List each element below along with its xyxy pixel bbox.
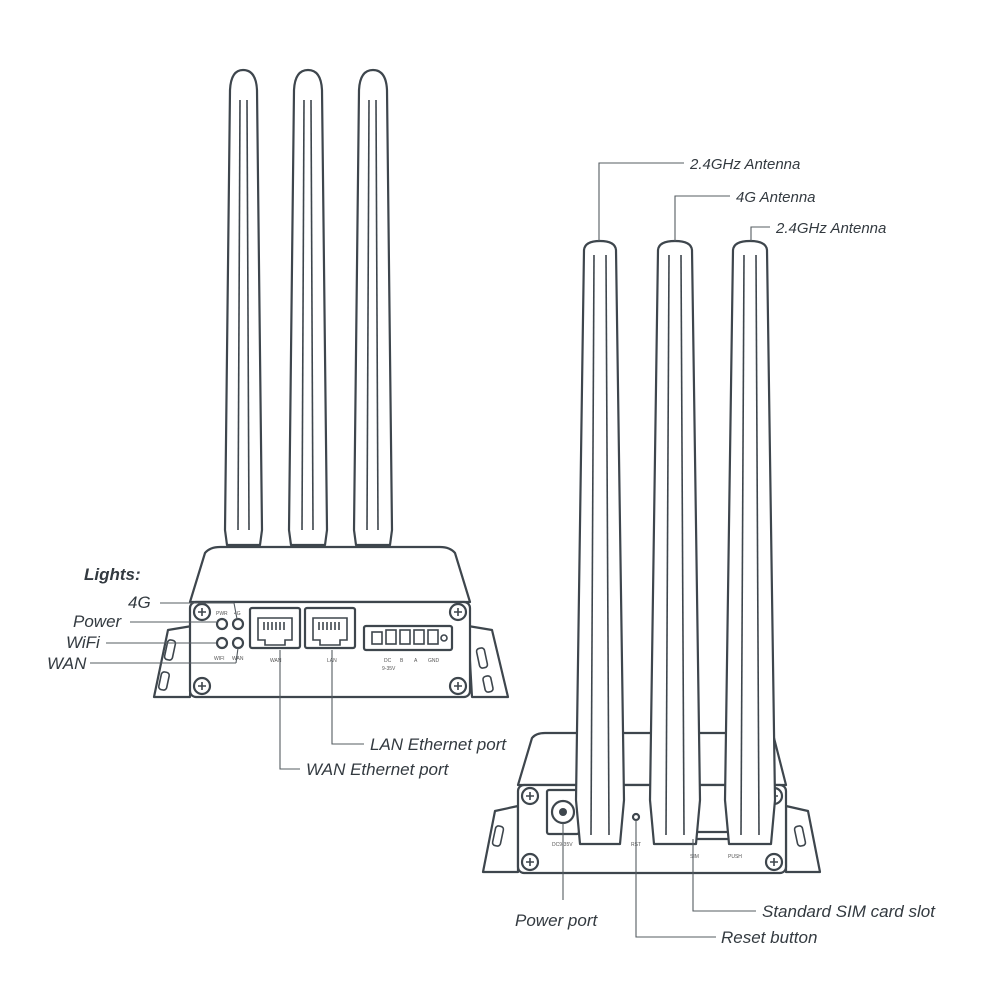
marking-gnd: GND xyxy=(428,658,440,664)
label-lan-ethernet-port: LAN Ethernet port xyxy=(370,735,507,754)
rear-screw xyxy=(520,786,540,806)
front-antenna-left xyxy=(223,68,264,547)
front-screw xyxy=(448,602,468,622)
rear-right-flange xyxy=(784,804,822,874)
front-router: PWR 4G WIFI WAN WAN LAN DC B A xyxy=(152,68,510,699)
label-reset-button: Reset button xyxy=(721,928,817,947)
marking-a: A xyxy=(414,658,418,664)
label-2.4ghz-antenna-right: 2.4GHz Antenna xyxy=(775,220,886,237)
lan-ethernet-port xyxy=(303,606,357,650)
rear-antenna-right xyxy=(723,239,777,846)
front-left-flange-slot xyxy=(157,671,171,691)
reset-button-hole xyxy=(631,812,641,822)
rear-left-flange xyxy=(481,804,520,874)
rear-leader-lines xyxy=(562,162,770,938)
rear-router: DC9-35V RST SIM PUSH xyxy=(481,239,822,875)
marking-dc: DC xyxy=(384,658,392,664)
label-wan-ethernet-port: WAN Ethernet port xyxy=(306,760,450,779)
marking-4g: 4G xyxy=(234,611,241,617)
led-wan-indicator xyxy=(231,636,245,650)
front-antenna-middle xyxy=(287,68,329,547)
label-wifi-light: WiFi xyxy=(66,633,101,652)
marking-pwr: PWR xyxy=(216,611,228,617)
led-wifi-indicator xyxy=(215,636,229,650)
marking-wan: WAN xyxy=(232,656,244,662)
marking-b: B xyxy=(400,658,404,664)
rear-screw xyxy=(764,852,784,872)
front-left-flange-slot xyxy=(163,639,177,661)
label-2.4ghz-antenna-left: 2.4GHz Antenna xyxy=(689,156,800,173)
label-4g-antenna: 4G Antenna xyxy=(736,189,816,206)
front-screw xyxy=(448,676,468,696)
rear-antenna-left xyxy=(574,239,626,846)
marking-push: PUSH xyxy=(728,854,742,860)
rear-right-flange-slot xyxy=(793,825,807,847)
led-power-indicator xyxy=(215,617,229,631)
marking-wan-port: WAN xyxy=(270,658,282,664)
label-power-port: Power port xyxy=(515,911,598,930)
front-housing-top xyxy=(188,545,472,604)
marking-sim: SIM xyxy=(690,854,699,860)
front-left-flange xyxy=(152,624,194,699)
front-right-flange-slot xyxy=(482,675,494,693)
terminal-block xyxy=(362,624,454,652)
front-screw xyxy=(192,676,212,696)
marking-voltage: 9-35V xyxy=(382,666,396,672)
rear-left-flange-slot xyxy=(491,825,505,847)
power-jack xyxy=(545,788,581,836)
led-4g-indicator xyxy=(231,617,245,631)
label-power-light: Power xyxy=(73,612,123,631)
label-standard-sim-card-slot: Standard SIM card slot xyxy=(762,902,936,921)
front-right-flange-slot xyxy=(475,647,489,669)
front-right-flange xyxy=(466,624,510,699)
front-screw xyxy=(192,602,212,622)
marking-wifi: WIFI xyxy=(214,656,225,662)
lights-heading: Lights: xyxy=(84,565,141,584)
label-4g-light: 4G xyxy=(128,593,151,612)
label-wan-light: WAN xyxy=(47,654,87,673)
front-antenna-right xyxy=(352,68,394,547)
wan-ethernet-port xyxy=(248,606,302,650)
rear-antenna-middle xyxy=(648,239,702,846)
front-leader-lines xyxy=(90,602,364,770)
rear-screw xyxy=(520,852,540,872)
